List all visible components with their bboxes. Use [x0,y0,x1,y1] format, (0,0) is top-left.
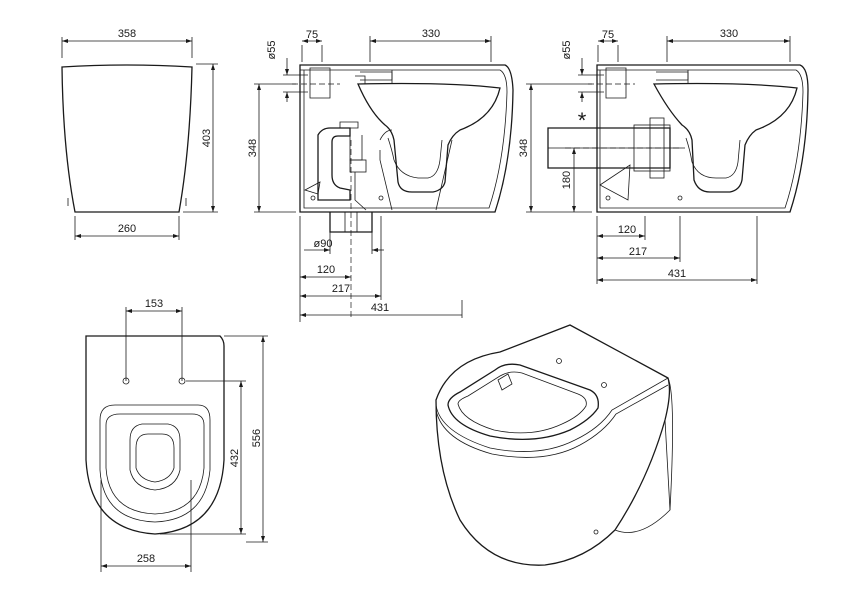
wall-outlet-marker: * [578,108,587,133]
side-view-wall-outlet: * 75 330 ø55 348 180 120 [518,28,809,284]
dim-side2-height: 348 [518,139,530,157]
dim-side2-length: 431 [668,268,686,280]
dim-side1-bowl-depth: 330 [422,28,440,40]
dim-front-height: 403 [201,129,213,147]
dim-plan-bowl-length: 432 [229,449,241,467]
dim-side1-inlet-dia: ø55 [266,41,278,60]
dim-side1-inlet-offset: 75 [306,29,318,41]
dim-side2-inlet-offset: 75 [602,29,614,41]
front-view: 358 403 260 [61,28,218,240]
dim-side2-outlet-centre: 120 [618,224,636,236]
dim-front-width-base: 260 [118,223,136,235]
dim-side2-outlet-height: 180 [561,171,573,189]
dim-side1-height: 348 [247,139,259,157]
dim-plan-total-length: 556 [251,429,263,447]
perspective-view [435,324,673,566]
dim-side1-outlet-dia: ø90 [314,238,333,250]
side-view-floor-outlet: 75 330 ø55 348 ø90 120 217 [247,28,514,322]
side-view-wall-body [596,64,809,213]
perspective-view-body [435,324,671,566]
dim-side2-bowl-depth: 330 [720,28,738,40]
dim-front-width-top: 358 [118,28,136,40]
plan-view: 153 432 556 258 [85,298,268,572]
dim-plan-fixing-spacing: 153 [145,298,163,310]
dim-side2-inlet-dia: ø55 [561,41,573,60]
plan-view-outline [85,335,225,535]
front-view-outline [61,64,193,213]
side-view-floor-body [299,64,514,213]
dim-side1-outlet-edge: 217 [332,283,350,295]
dim-side2-outlet-edge: 217 [629,246,647,258]
dim-side1-length: 431 [371,302,389,314]
dim-plan-base-width: 258 [137,553,155,565]
dim-side1-outlet-centre: 120 [317,264,335,276]
